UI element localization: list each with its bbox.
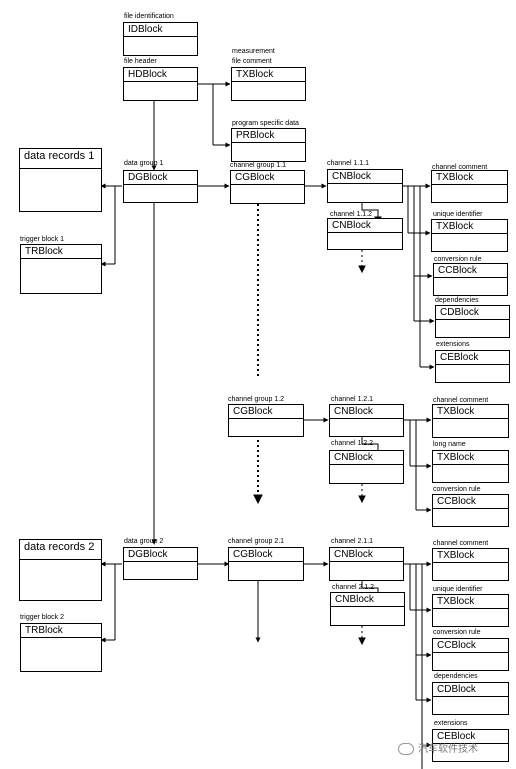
label-channel-group-1-2: channel group 1.2 [228,396,285,403]
cd-block-2: CDBlock [432,682,509,715]
dg-block-1: DGBlock [123,170,198,203]
tx-block-channel-comment-3: TXBlock [432,548,509,581]
dg-block-2: DGBlock [123,547,198,580]
cn-block-1-2-2-title: CNBlock [330,451,403,465]
label-unique-identifier-2: unique identifier [433,586,483,593]
label-measurement: measurement [232,48,275,55]
pr-block: PRBlock [231,128,306,162]
cg-block-1-2: CGBlock [228,404,304,437]
data-records-1: data records 1 [19,148,102,212]
label-file-identification: file identification [124,13,174,20]
cd-block-1: CDBlock [435,305,510,338]
tx-block-channel-comment-1: TXBlock [431,170,508,203]
cn-block-1-2-1-title: CNBlock [330,405,403,419]
cg-block-1-2-title: CGBlock [229,405,303,419]
watermark-text: 汽车软件技术 [418,744,478,755]
cg-block-conversion-rule-1: CCBlock [433,263,508,296]
id-block: IDBlock [123,22,198,56]
label-channel-1-1-2: channel 1.1.2 [330,211,373,218]
label-trigger-block-1: trigger block 1 [20,236,64,243]
label-file-header: file header [124,58,157,65]
cn-block-2-1-2-title: CNBlock [331,593,404,607]
label-conversion-rule-2: conversion rule [433,486,481,493]
label-program-specific-data: program specific data [232,120,299,127]
label-unique-identifier-1: unique identifier [433,211,483,218]
tx-block-unique-identifier-1: TXBlock [431,219,508,252]
cc-block-title: CCBlock [433,639,508,653]
label-file-comment: file comment [232,58,272,65]
cd-block-1-title: CDBlock [436,306,509,320]
cn-block-1-1-1-title: CNBlock [328,170,402,184]
cn-block-1-1-1: CNBlock [327,169,403,203]
label-channel-comment-3: channel comment [433,540,489,547]
cn-block-1-1-2-title: CNBlock [328,219,402,233]
ce-block-2-title: CEBlock [433,730,508,744]
ce-block-1: CEBlock [435,350,510,383]
cd-block-2-title: CDBlock [433,683,508,697]
cn-block-2-1-2: CNBlock [330,592,405,626]
cg-block-1-1: CGBlock [230,170,305,204]
cg-block-2-1: CGBlock [228,547,304,581]
label-conversion-rule-3: conversion rule [433,629,481,636]
label-channel-comment-1: channel comment [432,164,488,171]
label-conversion-rule-1: conversion rule [434,256,482,263]
hd-block: HDBlock [123,67,198,101]
label-trigger-block-2: trigger block 2 [20,614,64,621]
data-records-2-title: data records 2 [20,540,101,560]
watermark: 汽车软件技术 [398,740,478,756]
tx-block-title: TXBlock [432,220,507,234]
tx-block-title: TXBlock [232,68,305,82]
label-data-group-1: data group 1 [124,160,164,167]
dg-block-2-title: DGBlock [124,548,197,562]
label-channel-1-1-1: channel 1.1.1 [327,160,370,167]
cn-block-1-2-2: CNBlock [329,450,404,484]
tx-block-title: TXBlock [433,549,508,563]
label-channel-1-2-1: channel 1.2.1 [331,396,374,403]
cn-block-1-2-1: CNBlock [329,404,404,437]
cn-block-1-1-2: CNBlock [327,218,403,250]
tx-block-title: TXBlock [433,595,508,609]
cn-block-2-1-1-title: CNBlock [330,548,403,562]
data-records-1-title: data records 1 [20,149,101,169]
label-channel-group-1-1: channel group 1.1 [230,162,287,169]
label-long-name: long name [433,441,466,448]
data-records-2: data records 2 [19,539,102,601]
label-channel-2-1-2: channel 2.1.2 [332,584,375,591]
tx-block-title: TXBlock [433,451,508,465]
cc-block-conversion-rule-3: CCBlock [432,638,509,671]
tx-block-title: TXBlock [433,405,508,419]
label-channel-1-2-2: channel 1.2.2 [331,440,374,447]
label-dependencies-2: dependencies [434,673,478,680]
tx-block-long-name: TXBlock [432,450,509,483]
cn-block-2-1-1: CNBlock [329,547,404,581]
label-channel-2-1-1: channel 2.1.1 [331,538,374,545]
tr-block-1-title: TRBlock [21,245,101,259]
dg-block-1-title: DGBlock [124,171,197,185]
label-extensions-1: extensions [436,341,470,348]
cg-block-1-1-title: CGBlock [231,171,304,185]
cc-block-conversion-rule-2: CCBlock [432,494,509,527]
tx-block-title: TXBlock [432,171,507,185]
label-extensions-2: extensions [434,720,468,727]
tx-block-file-comment: TXBlock [231,67,306,101]
ce-block-2: CEBlock [432,729,509,762]
tx-block-channel-comment-2: TXBlock [432,404,509,438]
label-dependencies-1: dependencies [435,297,479,304]
id-block-title: IDBlock [124,23,197,37]
cc-block-title: CCBlock [434,264,507,278]
ce-block-1-title: CEBlock [436,351,509,365]
label-data-group-2: data group 2 [124,538,164,545]
hd-block-title: HDBlock [124,68,197,82]
tr-block-2: TRBlock [20,623,102,672]
cg-block-2-1-title: CGBlock [229,548,303,562]
label-channel-comment-2: channel comment [433,397,489,404]
label-channel-group-2-1: channel group 2.1 [228,538,285,545]
tr-block-1: TRBlock [20,244,102,294]
tx-block-unique-identifier-2: TXBlock [432,594,509,627]
cc-block-title: CCBlock [433,495,508,509]
wechat-icon [398,743,414,756]
tr-block-2-title: TRBlock [21,624,101,638]
pr-block-title: PRBlock [232,129,305,143]
